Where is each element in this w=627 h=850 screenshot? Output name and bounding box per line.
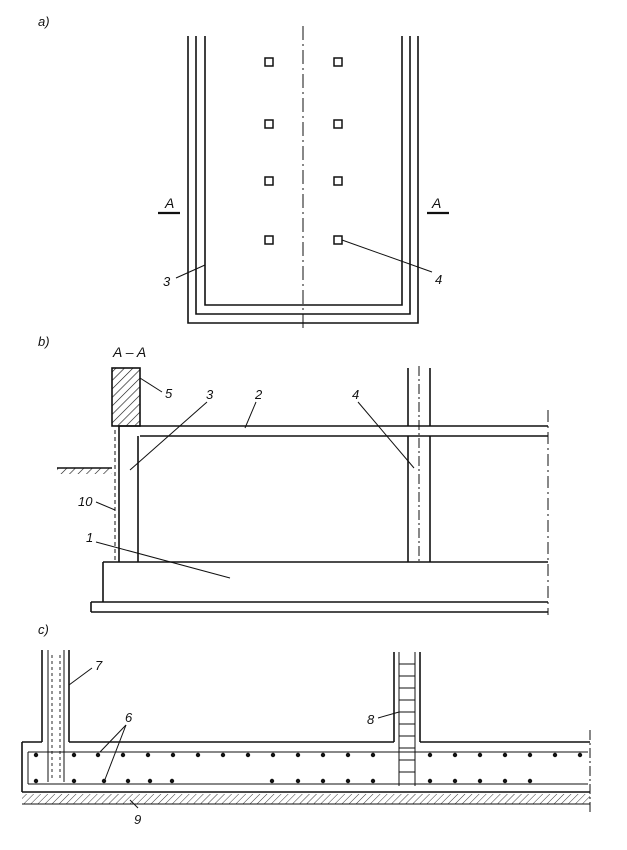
callout-b-3: 3 <box>206 387 214 402</box>
panel-b-label: b) <box>38 334 50 349</box>
panel-a-plan <box>158 26 449 332</box>
callout-b-1: 1 <box>86 530 93 545</box>
callout-b-10: 10 <box>78 494 93 509</box>
panel-a-label: a) <box>38 14 50 29</box>
section-title: A – A <box>112 344 146 360</box>
rebar-dots <box>33 752 583 784</box>
callout-c-8: 8 <box>367 712 375 727</box>
panel-c-label: c) <box>38 622 49 637</box>
callout-a-3: 3 <box>163 274 171 289</box>
callout-b-4: 4 <box>352 387 359 402</box>
section-mark-right: A <box>431 195 441 211</box>
panel-b-section <box>57 366 549 615</box>
callout-c-6: 6 <box>125 710 133 725</box>
panel-c-reinforcement <box>21 650 591 812</box>
callout-c-7: 7 <box>95 658 103 673</box>
ladder-rungs <box>399 663 415 773</box>
callout-b-5: 5 <box>165 386 173 401</box>
column-markers <box>264 57 343 245</box>
section-mark-left: A <box>164 195 174 211</box>
callout-b-2: 2 <box>254 387 263 402</box>
callout-c-9: 9 <box>134 812 141 827</box>
callout-a-4: 4 <box>435 272 442 287</box>
